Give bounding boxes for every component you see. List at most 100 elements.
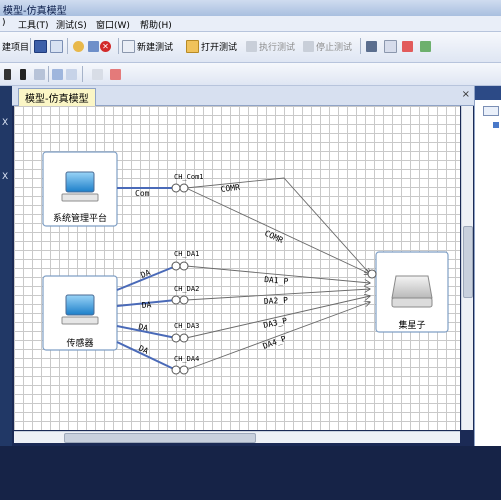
toolbar-separator — [360, 38, 361, 54]
node-management-platform[interactable]: 系统管理平台 — [42, 151, 118, 227]
menu-item-partial[interactable]: ) — [2, 18, 6, 28]
node-label: 传感器 — [66, 337, 93, 349]
horizontal-scroll-thumb[interactable] — [64, 433, 256, 443]
new-test-icon — [122, 39, 135, 53]
menu-item-help[interactable]: 帮助(H) — [140, 21, 172, 31]
report-icon — [402, 40, 413, 52]
link-label: DA — [138, 322, 149, 333]
pointer-tool-button[interactable] — [4, 66, 11, 82]
calculator-icon — [366, 40, 377, 52]
phone-tool-button[interactable] — [20, 66, 26, 82]
link-label: DA — [137, 344, 150, 356]
new-test-label: 新建测试 — [137, 42, 174, 53]
stop-test-label: 停止测试 — [316, 42, 353, 53]
refresh-button[interactable] — [73, 38, 84, 54]
menu-item-test[interactable]: 测试(S) — [56, 21, 87, 31]
menu-item-window[interactable]: 窗口(W) — [96, 21, 130, 31]
model-canvas[interactable]: 系统管理平台 传感器 集星子 — [14, 106, 460, 430]
port-dot[interactable] — [179, 365, 189, 375]
link-label: Com — [135, 189, 150, 198]
delete-button[interactable]: ✕ — [100, 38, 111, 54]
module-tool-button[interactable] — [34, 66, 45, 82]
toolbar-separator — [67, 38, 68, 54]
tree-item-icon[interactable] — [493, 122, 499, 128]
link-label: COMR — [220, 183, 240, 194]
pointer-icon — [4, 68, 11, 80]
port-dot[interactable] — [171, 333, 181, 343]
node-sensor[interactable]: 传感器 — [42, 275, 118, 351]
layout-icon — [92, 68, 103, 80]
list-icon — [384, 39, 397, 53]
tree-node-icon[interactable] — [483, 106, 499, 116]
settings-button[interactable] — [88, 38, 99, 54]
document-icon — [50, 39, 63, 53]
report-button[interactable] — [402, 38, 413, 54]
toolbar-separator — [82, 66, 83, 82]
vertical-scroll-thumb[interactable] — [463, 226, 473, 298]
port-label: CH_DA2 — [174, 285, 199, 293]
status-area — [0, 446, 501, 500]
port-labels: CH_Com1 CH_DA1 CH_DA2 CH_DA3 CH_DA4 — [174, 173, 204, 363]
node-label: 集星子 — [398, 319, 425, 331]
port-dot[interactable] — [171, 365, 181, 375]
export-icon — [420, 40, 431, 52]
vertical-scrollbar[interactable] — [461, 106, 473, 430]
toolbar-separator — [30, 38, 31, 54]
port-dot[interactable] — [171, 295, 181, 305]
node-chip[interactable]: 集星子 — [375, 251, 449, 333]
open-test-button[interactable]: 打开测试 — [186, 38, 237, 54]
close-icon[interactable]: × — [461, 89, 470, 100]
link-label: DA3_P — [263, 316, 289, 330]
port-dot[interactable] — [171, 183, 181, 193]
tab-simulation-model[interactable]: 模型-仿真模型 — [18, 88, 96, 106]
port-dot[interactable] — [367, 269, 377, 279]
export-button[interactable] — [420, 38, 431, 54]
calculator-button[interactable] — [366, 38, 377, 54]
stop-test-button[interactable]: 停止测试 — [303, 38, 352, 54]
model-diagram: 系统管理平台 传感器 集星子 — [42, 151, 449, 375]
folder-icon — [186, 39, 199, 53]
forbid-tool-button[interactable] — [110, 66, 121, 82]
run-test-button[interactable]: 执行测试 — [246, 38, 295, 54]
right-dock-panel — [474, 86, 501, 446]
list-button[interactable] — [384, 38, 397, 54]
menu-bar: ) 工具(T) 测试(S) 窗口(W) 帮助(H) — [0, 16, 501, 32]
module-icon — [34, 68, 45, 80]
save-button[interactable] — [34, 38, 47, 54]
toolbar-separator — [48, 66, 49, 82]
new-project-button[interactable]: 建项目 — [2, 38, 29, 54]
collapse-icon[interactable]: Ⅹ — [2, 172, 9, 182]
panel-tool-button[interactable] — [66, 66, 77, 82]
tab-label: 模型-仿真模型 — [25, 94, 89, 105]
toolbar-separator — [118, 38, 119, 54]
link-label: DA — [139, 268, 151, 280]
left-dock-panel: Ⅹ Ⅹ — [0, 86, 12, 446]
forbid-icon — [110, 68, 121, 80]
new-test-button[interactable]: 新建测试 — [122, 38, 173, 54]
window-tool-button[interactable] — [52, 66, 63, 82]
port-dot[interactable] — [179, 333, 189, 343]
link-label: DA2_P — [264, 296, 289, 306]
refresh-icon — [73, 40, 84, 52]
link-label: DA1_P — [264, 275, 289, 286]
port-label: CH_Com1 — [174, 173, 204, 181]
save-icon — [34, 39, 47, 53]
new-project-label: 建项目 — [2, 42, 30, 53]
ports — [171, 183, 377, 375]
menu-item-tools[interactable]: 工具(T) — [18, 21, 49, 31]
link-labels: Com COMR COMR DA DA DA DA DA1_P DA2_P DA… — [135, 183, 289, 356]
port-dot[interactable] — [179, 261, 189, 271]
port-dot[interactable] — [171, 261, 181, 271]
signal-links — [185, 177, 370, 371]
save-all-button[interactable] — [50, 38, 63, 54]
panel-header — [475, 86, 501, 100]
horizontal-scrollbar[interactable] — [14, 431, 460, 443]
window-title: 模型-仿真模型 — [3, 6, 67, 17]
layout-tool-button[interactable] — [92, 66, 103, 82]
collapse-icon[interactable]: Ⅹ — [2, 118, 9, 128]
port-dot[interactable] — [179, 183, 189, 193]
panel-icon — [66, 68, 77, 80]
port-dot[interactable] — [179, 295, 189, 305]
window-icon — [52, 68, 63, 80]
open-test-label: 打开测试 — [201, 42, 238, 53]
